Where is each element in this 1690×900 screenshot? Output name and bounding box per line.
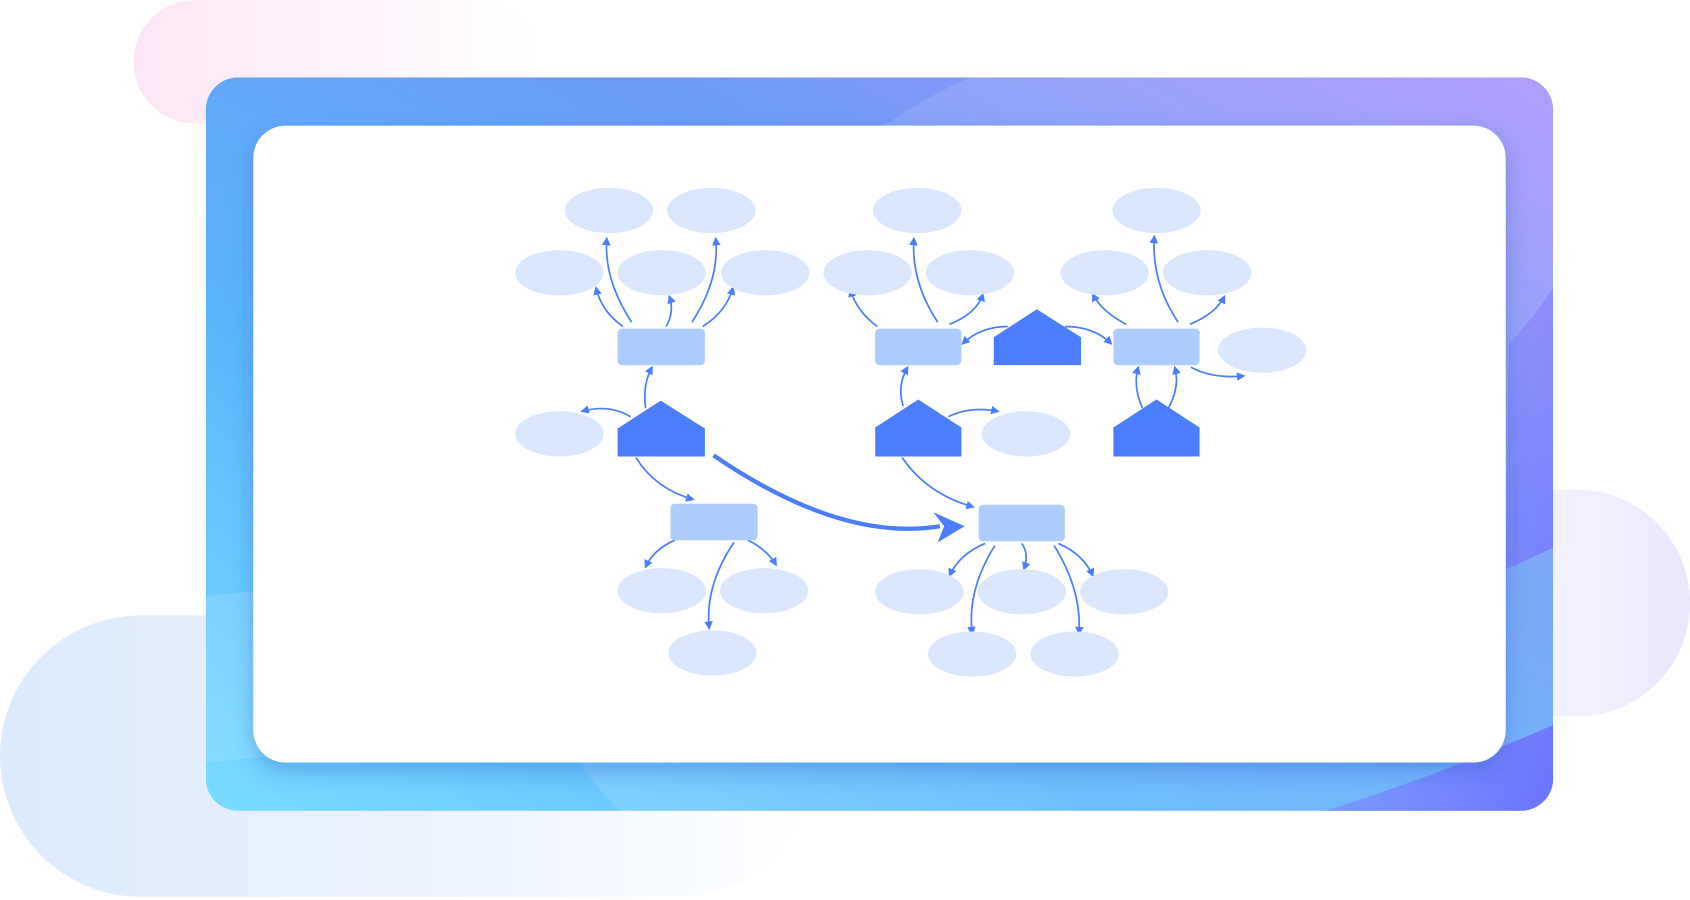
arrow-connector [644, 539, 676, 569]
arrow-connector [747, 539, 777, 567]
rect-node [1113, 328, 1200, 366]
ellipse-node [925, 250, 1015, 296]
ellipse-node [977, 569, 1066, 615]
ellipse-node [515, 250, 604, 296]
arrow-connector [948, 405, 1000, 418]
rect-node [978, 504, 1065, 542]
arrow-connector [1058, 542, 1094, 578]
arrow-connector [635, 457, 695, 502]
arrow-connector [1190, 366, 1246, 381]
ellipse-node [667, 187, 756, 234]
arrow-connector [949, 292, 985, 326]
ellipse-node [873, 187, 962, 234]
arrow-connector [691, 236, 721, 323]
ellipse-node [1112, 187, 1201, 234]
arrow-connector [967, 545, 996, 636]
ellipse-node [617, 250, 706, 296]
ellipse-node [719, 568, 809, 614]
arrow-connector [1021, 542, 1031, 571]
rect-node [617, 328, 705, 366]
arrow-connector [1132, 365, 1144, 409]
arrow-connector [961, 325, 1008, 345]
ellipse-node [1030, 631, 1119, 677]
ellipse-node [564, 187, 654, 234]
arrow-connector [643, 365, 653, 409]
house-node [1113, 399, 1200, 457]
main-curved-arrow [712, 453, 941, 531]
arrow-connector [909, 236, 939, 323]
rect-node [875, 328, 962, 366]
ellipse-node [1060, 250, 1149, 296]
arrow-connector [948, 542, 986, 578]
ellipse-node [617, 568, 706, 614]
arrow-connector [899, 365, 909, 407]
house-node [617, 400, 705, 457]
ellipse-node [721, 250, 810, 296]
arrow-connector [580, 405, 631, 418]
ellipse-node [668, 630, 757, 676]
arrow-connector [1064, 325, 1113, 345]
arrow-connector [1149, 234, 1179, 323]
ellipse-node [515, 411, 604, 457]
arrow-connector [593, 286, 624, 328]
ellipse-node [1079, 569, 1169, 615]
rect-node [670, 503, 758, 541]
arrow-connector [1092, 292, 1127, 326]
arrow-connector [665, 294, 676, 327]
house-node [993, 309, 1082, 366]
arrow-connector [601, 236, 633, 323]
ellipse-node [823, 250, 912, 296]
ellipse-node [927, 631, 1017, 677]
house-node [875, 399, 962, 457]
main-arrow-head [933, 512, 965, 543]
arrow-connector [901, 457, 975, 510]
ellipse-node [1217, 327, 1307, 373]
arrow-connector [702, 286, 736, 328]
ellipse-node [981, 411, 1071, 457]
arrow-connector [1167, 365, 1181, 409]
ellipse-node [1162, 250, 1252, 296]
arrow-connector [704, 541, 735, 630]
arrow-connector [1053, 545, 1084, 636]
arrow-connectors [580, 234, 1246, 636]
ellipse-node [875, 569, 964, 615]
arrow-connector [1189, 294, 1226, 326]
